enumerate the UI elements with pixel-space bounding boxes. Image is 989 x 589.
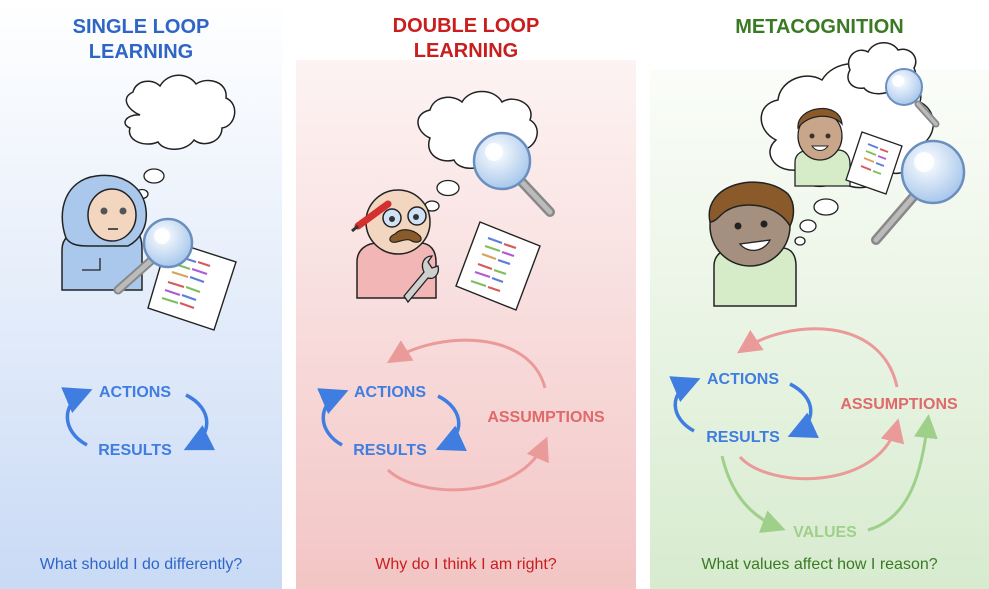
metacognition-title: METACOGNITION bbox=[735, 16, 904, 38]
double-loop-title: DOUBLE LOOP LEARNING bbox=[392, 15, 540, 62]
actions-label: ACTIONS bbox=[99, 384, 171, 401]
magnifying-glass-icon bbox=[472, 131, 555, 217]
values-label: VALUES bbox=[793, 524, 857, 541]
person-icon bbox=[794, 108, 851, 187]
metacognition-question: What values affect how I reason? bbox=[701, 556, 938, 573]
document-icon bbox=[455, 221, 541, 311]
actions-label: ACTIONS bbox=[707, 371, 779, 388]
results-label: RESULTS bbox=[353, 442, 427, 459]
magnifying-glass-icon bbox=[113, 217, 194, 295]
thought-cloud-icon bbox=[124, 74, 236, 200]
pencil-icon bbox=[351, 200, 392, 233]
person-icon bbox=[708, 181, 797, 307]
wrench-icon bbox=[403, 255, 440, 304]
results-label: RESULTS bbox=[98, 442, 172, 459]
single-loop-title: SINGLE LOOP LEARNING bbox=[72, 16, 210, 63]
actions-label: ACTIONS bbox=[354, 384, 426, 401]
double-loop-question: Why do I think I am right? bbox=[375, 556, 557, 573]
magnifying-glass-icon bbox=[871, 139, 966, 245]
person-icon bbox=[61, 174, 148, 291]
document-icon bbox=[845, 131, 903, 195]
single-loop-question: What should I do differently? bbox=[39, 556, 243, 573]
assumptions-label: ASSUMPTIONS bbox=[840, 396, 958, 413]
results-label: RESULTS bbox=[706, 429, 780, 446]
assumptions-label: ASSUMPTIONS bbox=[487, 409, 605, 426]
person-icon bbox=[356, 189, 437, 299]
magnifying-glass-icon bbox=[885, 68, 940, 128]
